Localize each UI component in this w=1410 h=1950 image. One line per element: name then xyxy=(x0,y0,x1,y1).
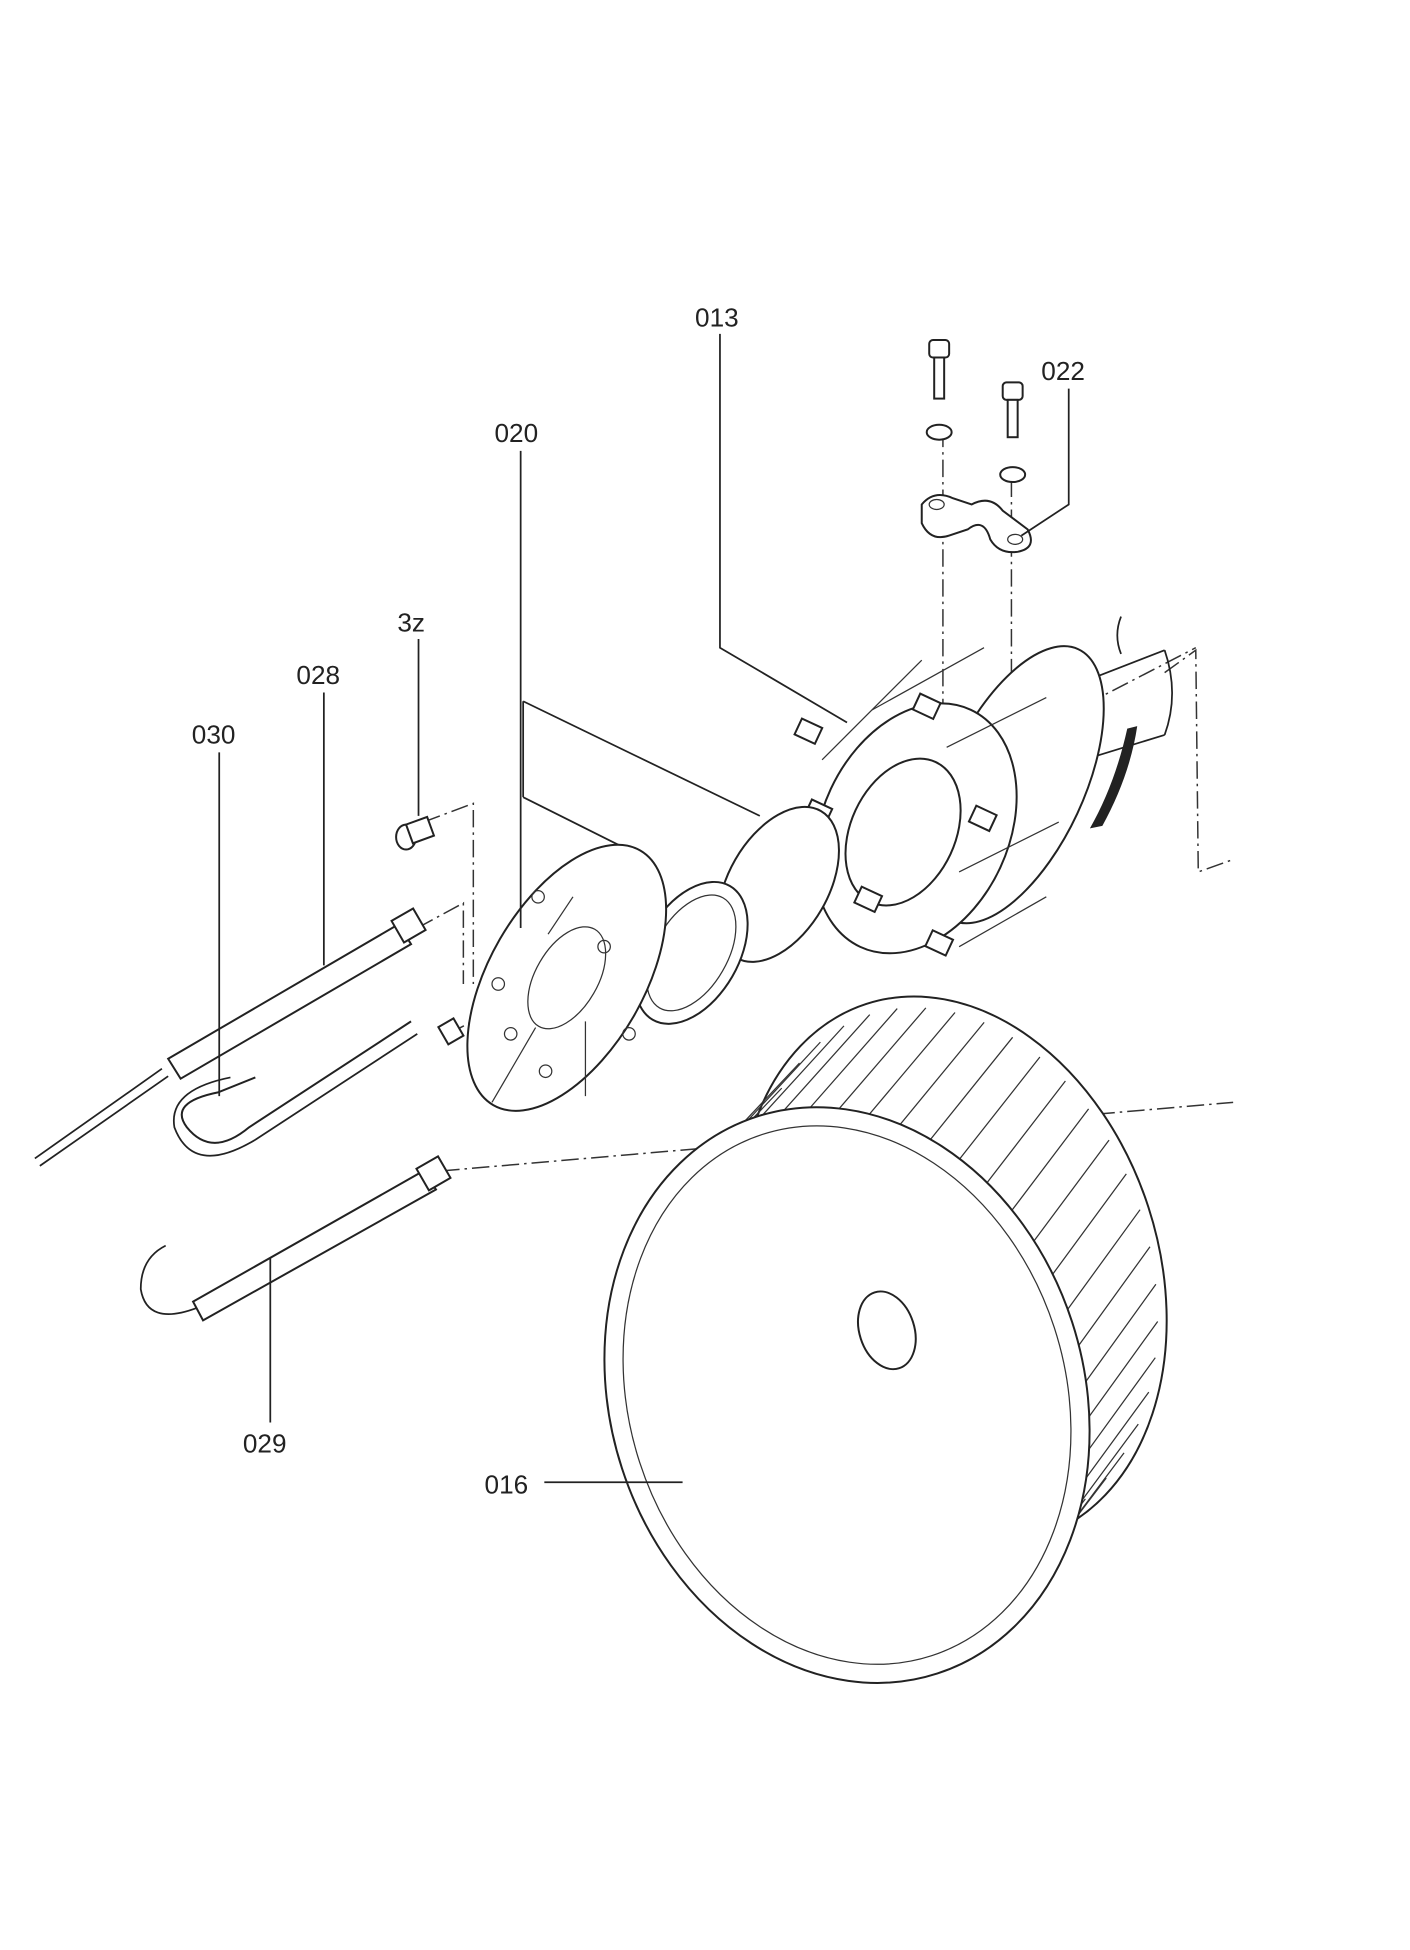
part-label-029: 029 xyxy=(243,1428,287,1458)
fan-blade xyxy=(1039,1173,1127,1292)
leader-lines xyxy=(218,333,1070,1484)
electrode-028 xyxy=(34,907,427,1167)
part-label-030: 030 xyxy=(192,720,236,750)
part-label-028: 028 xyxy=(296,660,340,690)
blower-wheel xyxy=(603,995,1168,1684)
electrode-030 xyxy=(172,1017,465,1157)
blower-tube xyxy=(522,700,761,861)
clamp-and-screws xyxy=(920,339,1032,554)
fan-blade xyxy=(918,1036,1014,1155)
fan-blade xyxy=(855,1012,956,1131)
part-label-020: 020 xyxy=(495,418,539,448)
part-label-013: 013 xyxy=(695,302,739,332)
fan-blade xyxy=(975,1080,1066,1198)
part-label-016: 016 xyxy=(485,1469,529,1499)
fan-blade xyxy=(823,1007,927,1127)
electrode-029 xyxy=(139,1154,452,1322)
part-label-3z: 3z xyxy=(397,608,425,638)
fan-blade xyxy=(999,1108,1090,1226)
part-label-022: 022 xyxy=(1041,356,1085,386)
fan-blade xyxy=(1021,1139,1110,1258)
fan-blade xyxy=(887,1021,985,1140)
screw-3z xyxy=(395,815,436,851)
fan-blade xyxy=(947,1056,1041,1174)
motor-flange xyxy=(793,645,1105,957)
fan-blade xyxy=(1053,1209,1141,1329)
baffle-disc xyxy=(466,843,668,1112)
